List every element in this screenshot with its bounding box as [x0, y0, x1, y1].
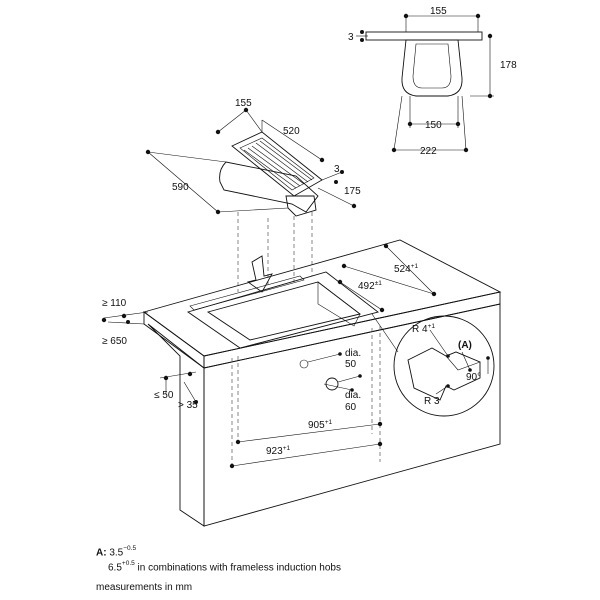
insert-arrow-icon: [246, 255, 273, 293]
vent-duct-body: [219, 161, 319, 213]
section-plate: [365, 31, 483, 41]
dim-150: 150: [425, 120, 442, 131]
pipe-opening-50: [299, 359, 309, 369]
units-note: measurements in mm: [96, 582, 193, 593]
dim-905: 905+1: [308, 419, 332, 431]
vent-strip: [189, 275, 305, 311]
dim-dia50-label: dia.: [345, 348, 361, 359]
worktop-front-edge: [143, 311, 205, 369]
dim-r3: R 3: [424, 396, 440, 407]
detail-connector: [371, 313, 399, 353]
hob-cutout: [186, 271, 380, 349]
worktop-surface: [142, 239, 502, 357]
dim-178: 178: [500, 60, 517, 71]
dim-492: 492±1: [358, 280, 382, 292]
dim-155-mid: 155: [235, 98, 252, 109]
dim-50-left: ≤ 50: [154, 390, 174, 401]
dim-222: 222: [420, 146, 437, 157]
sink-cavity: [206, 281, 362, 341]
pipe-opening-60: [325, 377, 339, 391]
note-a-prefix: A:: [96, 547, 107, 559]
section-duct: [401, 39, 463, 97]
cross-section-view: 155 3 178 150 222: [348, 6, 517, 157]
dim-520: 520: [283, 126, 300, 137]
dim-35: > 35: [178, 400, 198, 411]
section-duct-inner: [412, 43, 452, 89]
cabinet-side: [147, 323, 205, 527]
note-a: A: 3.5−0.5 6.5+0.5 in combinations with …: [96, 544, 341, 575]
detail-circle: [393, 315, 495, 417]
dim-590: 590: [172, 182, 189, 193]
detail-worktop: [407, 347, 481, 401]
dim-110: ≥ 110: [102, 298, 127, 309]
edge-detail: R 4+1 (A) 90° R 3: [371, 313, 495, 417]
dim-dia60-value: 60: [345, 402, 357, 413]
vent-grille: [239, 137, 315, 191]
detail-hob: [445, 351, 481, 371]
dim-3-mid: 3: [334, 164, 340, 175]
dim-650: ≥ 650: [102, 336, 127, 347]
dim-3-top: 3: [348, 32, 354, 43]
dim-angle: 90°: [466, 372, 481, 383]
note-a-line2: 6.5+0.5 in combinations with frameless i…: [96, 559, 341, 574]
cabinet-front: [203, 303, 501, 527]
note-a-line1: A: 3.5−0.5: [96, 544, 341, 559]
dim-dia50-value: 50: [345, 359, 357, 370]
note-a-tol2: +0.5: [121, 560, 135, 568]
vent-unit-view: 155 520 590 3 175: [145, 98, 361, 292]
dim-a-label: (A): [458, 340, 472, 351]
note-a-tol1: −0.5: [123, 545, 137, 552]
dim-155-top: 155: [430, 6, 447, 17]
dim-923: 923+1: [266, 445, 290, 457]
vent-grille-slats: [243, 140, 313, 189]
note-a-text: in combinations with frameless induction…: [134, 562, 341, 574]
vent-fan-housing: [285, 195, 317, 217]
dim-r4: R 4+1: [412, 323, 435, 335]
dim-524: 524+1: [394, 263, 418, 275]
dim-dia60-label: dia.: [345, 390, 361, 401]
note-a-value2: 6.5: [108, 562, 122, 574]
note-a-value1: 3.5: [109, 547, 124, 559]
cabinet-view: dia. 50 dia. 60 905+1 923+1 524+1 492±1 …: [101, 239, 502, 527]
sink-inner-wall: [317, 281, 361, 327]
dim-175: 175: [344, 186, 361, 197]
